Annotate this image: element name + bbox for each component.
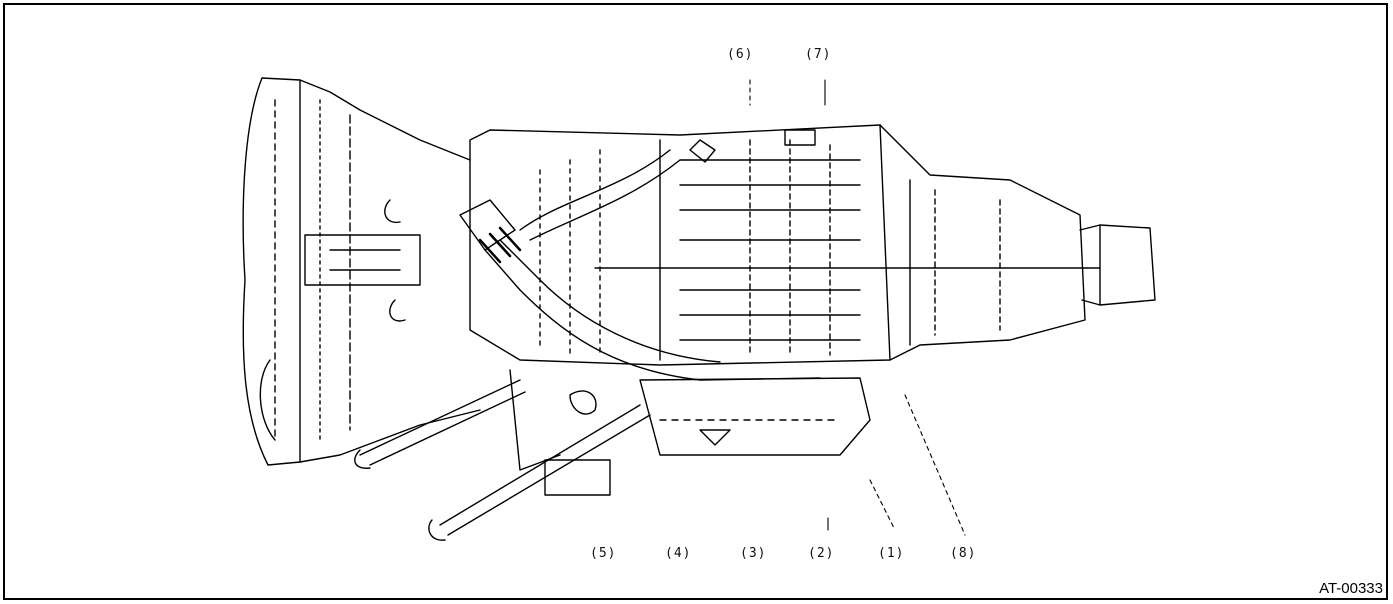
callout-4: (4) <box>665 546 692 561</box>
linkage-rod <box>354 379 651 541</box>
figure-id: AT-00333 <box>1319 580 1383 597</box>
leader-lines <box>749 79 966 536</box>
main-case <box>469 124 1101 366</box>
extension-housing <box>879 124 1156 361</box>
callout-7: (7) <box>805 47 832 62</box>
callout-2: (2) <box>808 546 835 561</box>
bell-housing <box>242 77 481 466</box>
figure-frame <box>3 3 1388 600</box>
callout-8: (8) <box>950 546 977 561</box>
oil-pan <box>509 369 871 496</box>
wire-harness <box>459 149 821 381</box>
callout-6: (6) <box>727 47 754 62</box>
callout-3: (3) <box>740 546 767 561</box>
callout-5: (5) <box>590 546 617 561</box>
callout-1: (1) <box>878 546 905 561</box>
